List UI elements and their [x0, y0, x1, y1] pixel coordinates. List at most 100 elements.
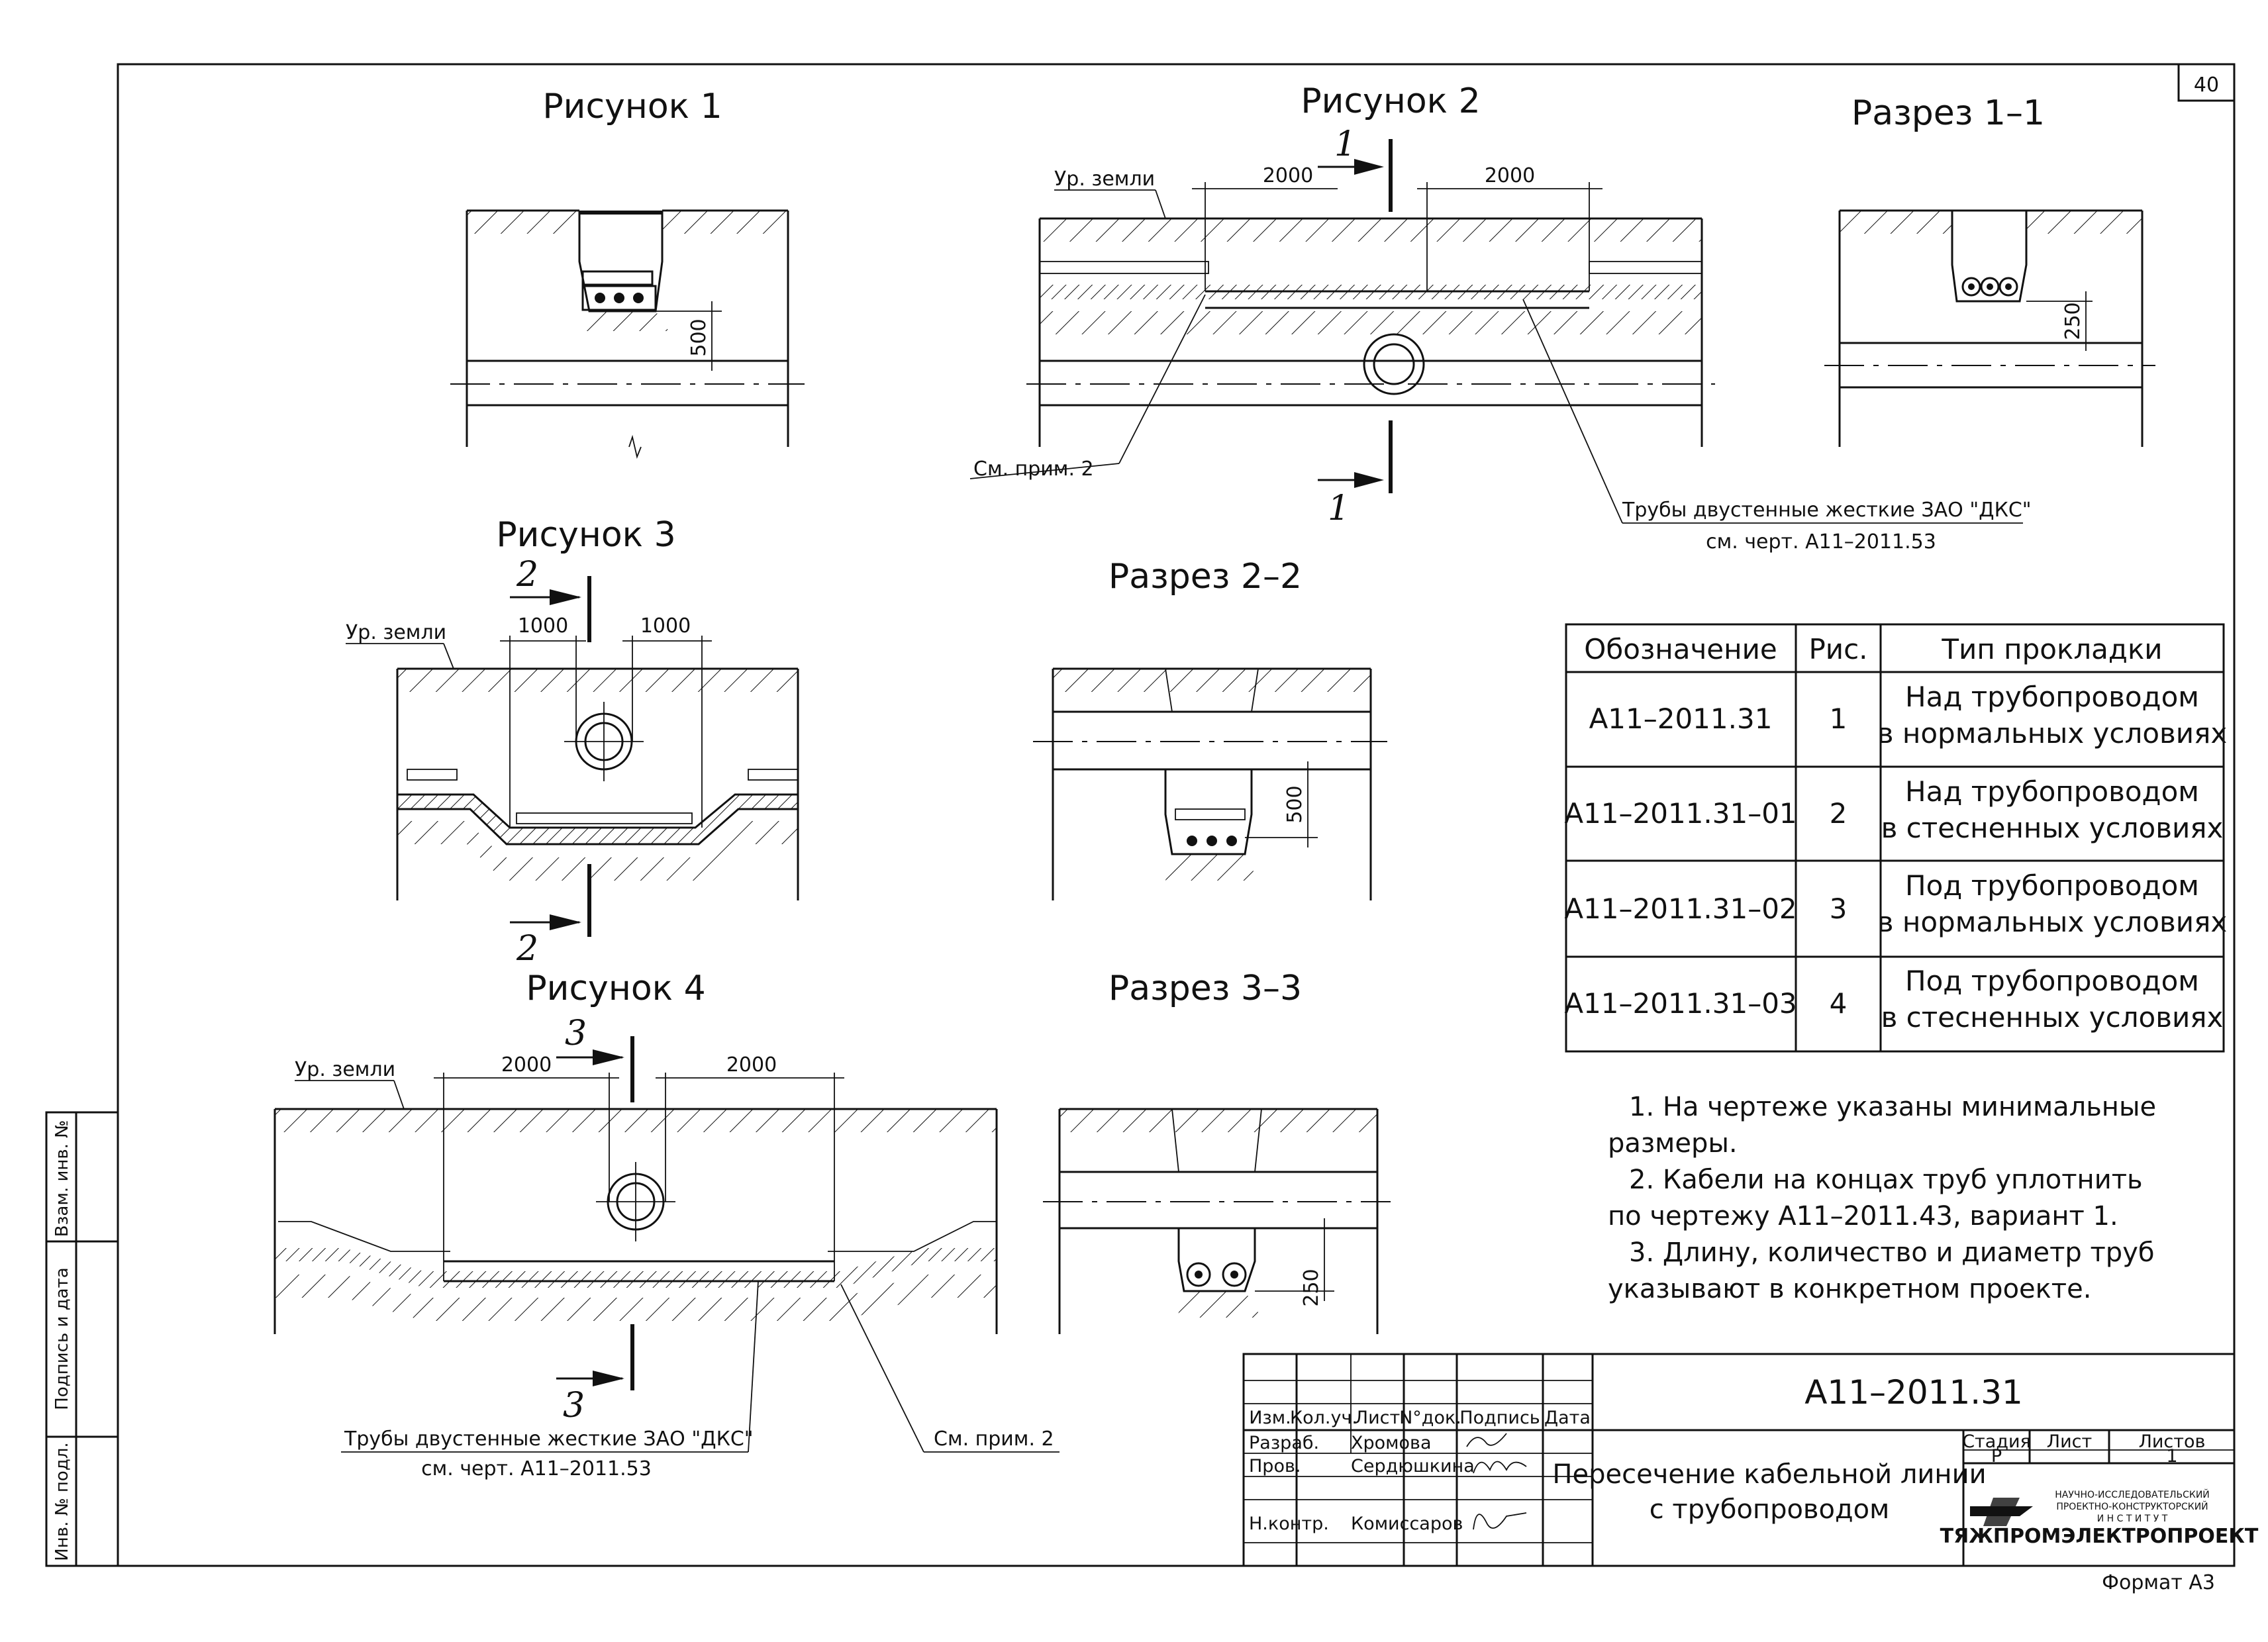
table-row-4-type1: Под трубопроводом: [1905, 965, 2199, 997]
fig4-dim-right: 2000: [726, 1053, 777, 1077]
table-row-4-fig: 4: [1830, 987, 1848, 1020]
section-3-3-title: Разрез 3–3: [1109, 969, 1302, 1008]
stamp-name-nkontr: Комиссаров: [1351, 1514, 1463, 1534]
format-label: Формат А3: [2102, 1571, 2215, 1594]
note-line: 1. На чертеже указаны минимальные: [1629, 1092, 2156, 1122]
section-2-2-title: Разрез 2–2: [1109, 557, 1302, 597]
fig3-cut-bottom: 2: [516, 929, 538, 969]
org-name: ТЯЖПРОМЭЛЕКТРОПРОЕКТ: [1940, 1525, 2259, 1548]
stamp-col-izm: Изм.: [1249, 1408, 1291, 1428]
table-row-3-type1: Под трубопроводом: [1905, 869, 2199, 902]
fig2-dim-left: 2000: [1263, 164, 1313, 187]
fig3-dim-right: 1000: [640, 614, 691, 638]
stamp-col-koluch: Кол.уч.: [1290, 1408, 1357, 1428]
table-header-code: Обозначение: [1584, 633, 1777, 665]
stamp-name-prov: Сердюшкина: [1351, 1456, 1475, 1476]
stamp-col-data: Дата: [1544, 1408, 1591, 1428]
stamp-doc-code: А11–2011.31: [1804, 1373, 2023, 1412]
figure-2-title: Рисунок 2: [1301, 81, 1480, 121]
section-1-1-title: Разрез 1–1: [1851, 93, 2045, 133]
note-line: 3. Длину, количество и диаметр труб: [1629, 1237, 2155, 1268]
figure-4: Рисунок 4 2000 2000 Ур. земли 3 3: [273, 969, 1060, 1480]
org-logo: [1970, 1498, 2033, 1526]
side-signature-date: Подпись и дата: [52, 1267, 72, 1410]
figure-3-title: Рисунок 3: [496, 515, 675, 555]
fig4-pipes-line1: Трубы двустенные жесткие ЗАО "ДКС": [344, 1427, 754, 1451]
designation-table: Обозначение Рис. Тип прокладки А11–2011.…: [1564, 623, 2227, 1053]
sec33-dim-250: 250: [1300, 1269, 1323, 1306]
note-line: указывают в конкретном проекте.: [1608, 1274, 2091, 1304]
signature-prov: [1473, 1461, 1527, 1474]
table-header-fig: Рис.: [1808, 633, 1867, 665]
fig4-cut-bottom: 3: [563, 1386, 585, 1425]
section-1-1: Разрез 1–1 250: [1824, 93, 2155, 447]
fig2-pipes-line2: см. черт. А11–2011.53: [1706, 530, 1936, 554]
signature-nkontr: [1473, 1512, 1527, 1530]
org-small-1: НАУЧНО-ИССЛЕДОВАТЕЛЬСКИЙ: [2055, 1488, 2210, 1500]
table-row-4-type2: в стесненных условиях: [1881, 1001, 2224, 1034]
fig4-dim-left: 2000: [501, 1053, 552, 1077]
signature-razrab: [1466, 1433, 1507, 1447]
stamp-name-razrab: Хромова: [1351, 1433, 1432, 1453]
sec22-dim-500: 500: [1283, 785, 1307, 823]
fig3-cut-top: 2: [516, 555, 538, 595]
fig4-see-note2: См. прим. 2: [934, 1427, 1054, 1451]
table-row-3-type2: в нормальных условиях: [1877, 906, 2227, 938]
figure-1-title: Рисунок 1: [542, 87, 722, 126]
stamp-role-prov: Пров.: [1249, 1456, 1301, 1476]
table-row-3-fig: 3: [1830, 893, 1848, 925]
org-small-3: И Н С Т И Т У Т: [2097, 1514, 2168, 1524]
side-stamp: Взам. инв. № Подпись и дата Инв. № подл.: [45, 1111, 119, 1567]
table-row-3-code: А11–2011.31–02: [1564, 893, 1797, 925]
stamp-col-podpis: Подпись: [1459, 1408, 1540, 1428]
notes: 1. На чертеже указаны минимальные размер…: [1608, 1092, 2156, 1304]
fig2-pipes-line1: Трубы двустенные жесткие ЗАО "ДКС": [1622, 499, 2032, 522]
table-row-2-type2: в стесненных условиях: [1881, 812, 2224, 844]
stamp-role-razrab: Разраб.: [1249, 1433, 1319, 1453]
table-row-1-type1: Над трубопроводом: [1905, 681, 2199, 713]
fig2-ground-label: Ур. земли: [1054, 168, 1155, 191]
note-line: размеры.: [1608, 1128, 1738, 1159]
stamp-stage-header: Стадия: [1962, 1431, 2031, 1452]
section-2-2: Разрез 2–2 500: [1033, 557, 1387, 900]
fig2-dim-right: 2000: [1485, 164, 1535, 187]
fig4-cut-top: 3: [565, 1014, 587, 1053]
fig2-cut-bottom: 1: [1328, 489, 1350, 528]
title-block: Изм. Кол.уч. Лист N°док. Подпись Дата Ра…: [1242, 1353, 2259, 1567]
table-header-type: Тип прокладки: [1941, 633, 2162, 665]
stamp-sheet-header: Лист: [2047, 1431, 2092, 1452]
fig4-pipes-line2: см. черт. А11–2011.53: [421, 1457, 652, 1480]
sheet-frame: [117, 63, 2236, 1567]
figure-1: Рисунок 1 500: [450, 87, 805, 459]
fig4-ground-label: Ур. земли: [295, 1058, 395, 1081]
note-line: 2. Кабели на концах труб уплотнить: [1629, 1165, 2143, 1195]
note-line: по чертежу А11–2011.43, вариант 1.: [1608, 1201, 2118, 1232]
table-row-2-fig: 2: [1830, 797, 1848, 830]
section-3-3: Разрез 3–3 250: [1043, 969, 1391, 1334]
sheet-number: 40: [2194, 73, 2219, 97]
stamp-stage-value: Р: [1991, 1446, 2002, 1467]
table-row-1-type2: в нормальных условиях: [1877, 717, 2227, 749]
fig3-dim-left: 1000: [518, 614, 568, 638]
table-row-1-fig: 1: [1830, 702, 1848, 735]
fig1-dim-500: 500: [687, 318, 711, 356]
figure-2: Рисунок 2 2000 2000 Ур. земли 1 1: [969, 81, 2032, 554]
stamp-title-line2: с трубопроводом: [1650, 1494, 1890, 1525]
fig2-see-note2: См. прим. 2: [973, 458, 1094, 481]
stamp-role-nkontr: Н.контр.: [1249, 1514, 1329, 1534]
side-replace-inv: Взам. инв. №: [52, 1120, 72, 1237]
table-row-4-code: А11–2011.31–03: [1564, 987, 1797, 1020]
side-orig-inv: Инв. № подл.: [52, 1442, 72, 1561]
stamp-sheets-header: Листов: [2139, 1431, 2206, 1452]
sheet-number-box: [2177, 64, 2234, 102]
figure-3: Рисунок 3 1000 1000 Ур. земли 2 2: [346, 515, 799, 969]
stamp-title-line1: Пересечение кабельной линии: [1552, 1459, 1986, 1490]
stamp-col-list: Лист: [1355, 1408, 1400, 1428]
stamp-col-ndok: N°док.: [1399, 1408, 1461, 1428]
table-row-1-code: А11–2011.31: [1589, 702, 1773, 735]
sec11-dim-250: 250: [2061, 302, 2085, 340]
fig3-ground-label: Ур. земли: [346, 621, 446, 644]
table-row-2-code: А11–2011.31–01: [1564, 797, 1797, 830]
org-small-2: ПРОЕКТНО-КОНСТРУКТОРСКИЙ: [2056, 1500, 2208, 1512]
figure-4-title: Рисунок 4: [526, 969, 705, 1008]
